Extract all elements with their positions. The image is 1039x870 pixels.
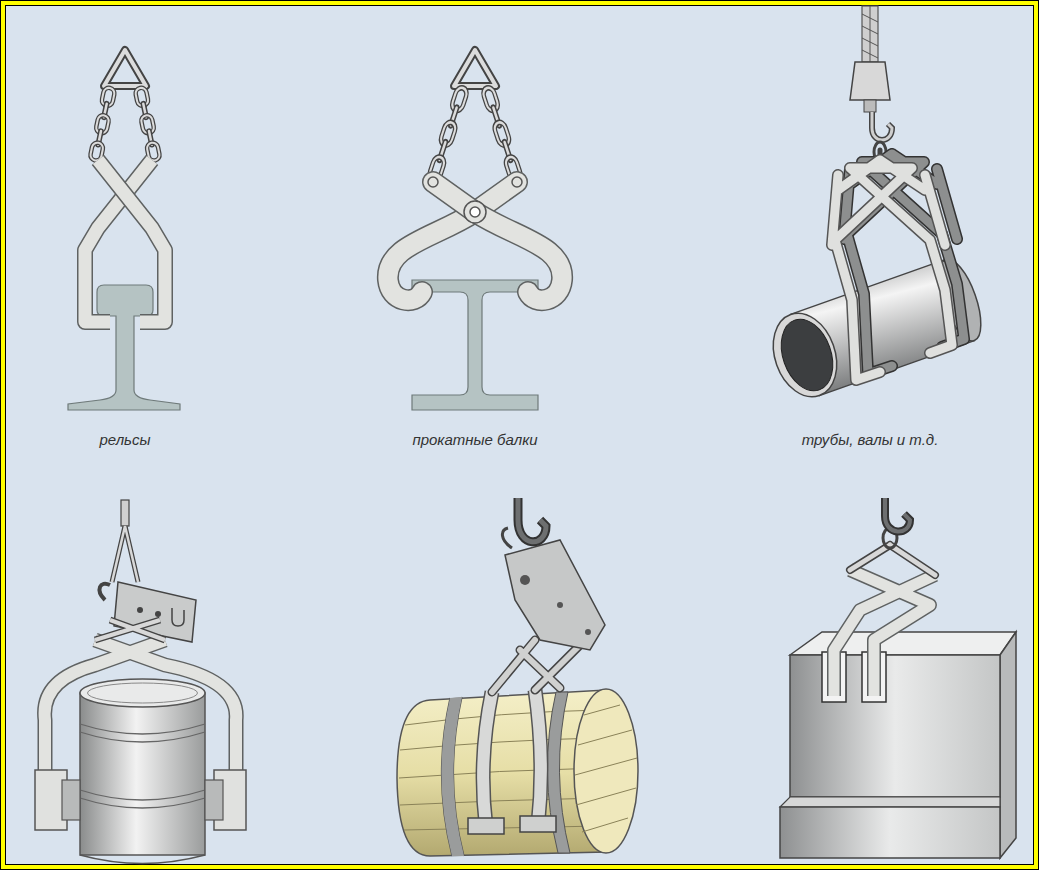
pipe-clamp	[762, 6, 989, 406]
drum	[80, 693, 205, 855]
caption-label: прокатные балки	[412, 431, 537, 448]
caption-label: рельсы	[99, 431, 150, 448]
beam-tongs	[388, 50, 562, 410]
rail-tongs	[68, 50, 180, 410]
caption-label: трубы, валы и т.д.	[802, 431, 939, 448]
drum-clamp	[35, 500, 246, 864]
barrel-clamp	[397, 498, 638, 856]
block-clamp	[780, 498, 1016, 858]
beam	[412, 280, 538, 410]
